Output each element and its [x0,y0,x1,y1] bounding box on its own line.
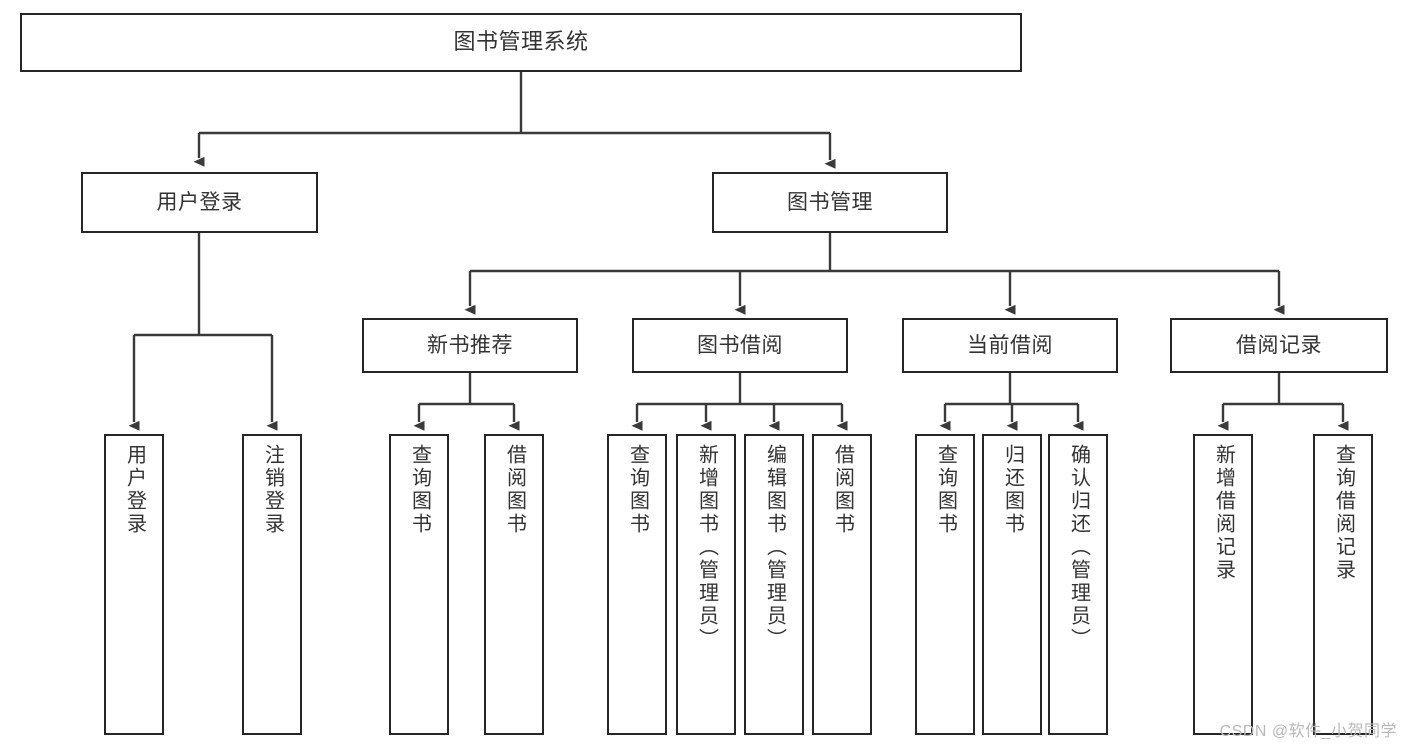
node-leaf-book-borrow-borrow-label: 借阅图书 [831,444,854,536]
node-category-current-borrow[interactable]: 当前借阅 [902,318,1118,373]
node-leaf-book-borrow-borrow[interactable]: 借阅图书 [812,434,872,735]
node-leaf-new-book-borrow-label: 借阅图书 [503,444,526,536]
node-book-management[interactable]: 图书管理 [712,172,948,233]
node-leaf-user-login-login[interactable]: 用户登录 [104,434,164,735]
node-leaf-new-book-query[interactable]: 查询图书 [389,434,449,735]
node-leaf-current-borrow-query-label: 查询图书 [934,444,957,536]
node-root-system[interactable]: 图书管理系统 [20,13,1022,72]
node-leaf-current-borrow-return[interactable]: 归还图书 [982,434,1042,735]
node-leaf-new-book-query-label: 查询图书 [408,444,431,536]
node-leaf-current-borrow-query[interactable]: 查询图书 [915,434,975,735]
node-leaf-query-borrow-record-label: 查询借阅记录 [1332,444,1355,582]
node-leaf-book-borrow-query-label: 查询图书 [626,444,649,536]
node-category-current-borrow-label: 当前借阅 [967,333,1053,357]
node-leaf-confirm-return-admin-label: 确认归还（管理员） [1067,444,1090,651]
node-leaf-new-book-borrow[interactable]: 借阅图书 [484,434,544,735]
node-leaf-book-edit-admin[interactable]: 编辑图书（管理员） [744,434,804,735]
node-leaf-confirm-return-admin[interactable]: 确认归还（管理员） [1048,434,1108,735]
node-book-management-label: 图书管理 [787,190,873,214]
node-leaf-book-add-admin[interactable]: 新增图书（管理员） [676,434,736,735]
node-category-book-borrow-label: 图书借阅 [697,333,783,357]
node-category-new-book-recommend[interactable]: 新书推荐 [362,318,578,373]
node-user-login-label: 用户登录 [156,190,243,214]
node-leaf-current-borrow-return-label: 归还图书 [1001,444,1024,536]
node-user-login[interactable]: 用户登录 [81,172,318,233]
node-category-borrow-record-label: 借阅记录 [1236,333,1322,357]
node-leaf-book-add-admin-label: 新增图书（管理员） [695,444,718,651]
node-leaf-book-borrow-query[interactable]: 查询图书 [607,434,667,735]
node-leaf-query-borrow-record[interactable]: 查询借阅记录 [1313,434,1373,735]
node-leaf-user-login-logout-label: 注销登录 [261,444,284,536]
node-leaf-book-edit-admin-label: 编辑图书（管理员） [763,444,786,651]
node-category-new-book-recommend-label: 新书推荐 [427,333,513,357]
node-leaf-add-borrow-record-label: 新增借阅记录 [1212,444,1235,582]
node-leaf-add-borrow-record[interactable]: 新增借阅记录 [1193,434,1253,735]
node-category-book-borrow[interactable]: 图书借阅 [632,318,848,373]
node-root-system-label: 图书管理系统 [453,29,589,55]
node-category-borrow-record[interactable]: 借阅记录 [1170,318,1388,373]
node-leaf-user-login-login-label: 用户登录 [123,444,146,536]
node-leaf-user-login-logout[interactable]: 注销登录 [242,434,302,735]
